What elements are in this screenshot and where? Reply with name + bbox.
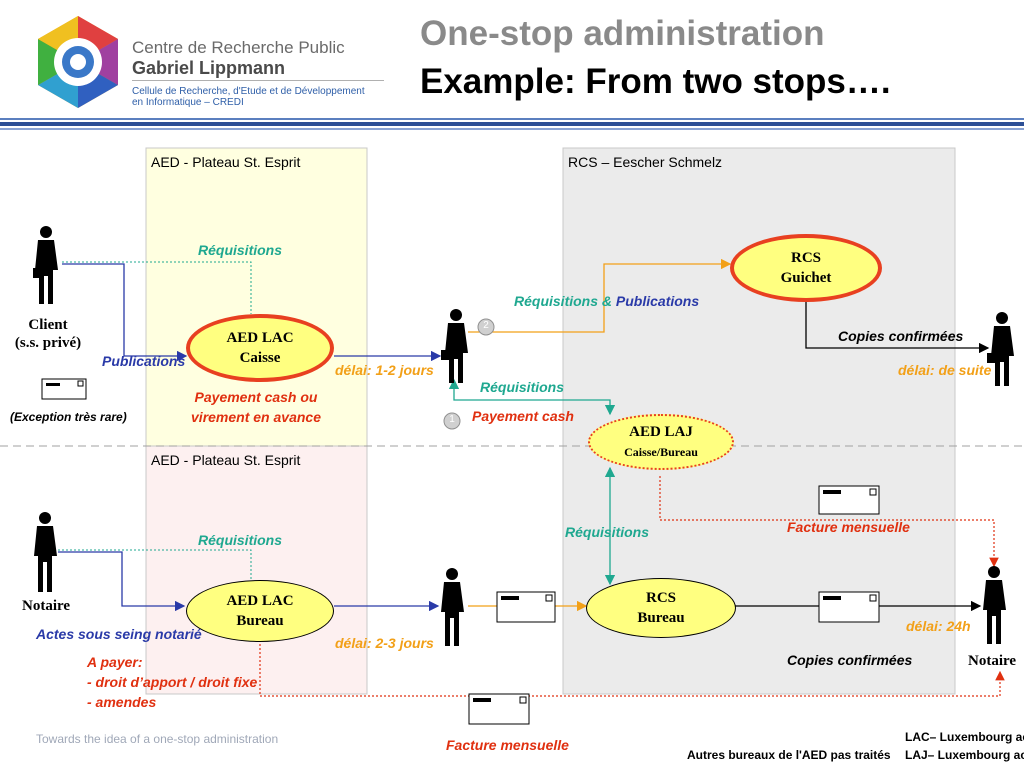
exception-note: (Exception très rare) [10,410,127,424]
rcs-guichet-node: RCS Guichet [730,234,882,302]
legend-laj: LAJ– Luxembourg act [905,748,1024,762]
a-payer-note: A payer: - droit d’apport / droit fixe -… [87,652,257,712]
delai-24h-label: délai: 24h [906,618,971,634]
notaire-left-label: Notaire [22,598,71,614]
payement-cash-label: Payement cash [472,408,574,424]
step-number-2: 2 [483,320,489,331]
aed-lac-caisse-label-2: Caisse [239,350,281,366]
footer-caption: Towards the idea of a one-stop administr… [36,732,279,746]
aed-lac-caisse-label-1: AED LAC [226,330,294,346]
logo [30,14,126,110]
requisitions-label-mid: Réquisitions [480,379,565,395]
aed-lac-bureau-label-2: Bureau [236,613,284,629]
logo-line-2: Gabriel Lippmann [132,58,286,78]
logo-mark-icon [38,16,118,108]
rcs-region-label: RCS – Eescher Schmelz [568,154,723,170]
payement-note: Payement cash ou virement en avance [186,387,326,427]
logo-line-1: Centre de Recherche Public [132,38,345,57]
aed-lac-caisse-node: AED LAC Caisse [186,314,334,382]
aed-lac-bureau-label-1: AED LAC [226,593,294,609]
page-title: One-stop administration [420,14,825,53]
delai-2-3-label: délai: 2-3 jours [335,635,434,651]
rcs-bureau-label-1: RCS [645,590,676,606]
logo-divider [132,80,384,81]
logo-line-3: Cellule de Recherche, d'Etude et de Déve… [132,86,365,108]
req-pub-part-a: Réquisitions & [514,293,616,309]
step-circle-1 [443,412,461,430]
requisitions-label-top: Réquisitions [198,242,283,258]
aed-top-region-label: AED - Plateau St. Esprit [151,154,301,170]
rcs-guichet-label-1: RCS [790,250,821,266]
aed-top-panel [145,147,368,447]
facture-mensuelle-bottom: Facture mensuelle [446,737,569,753]
a-payer-line-2: - droit d’apport / droit fixe [87,674,258,690]
aed-laj-node: AED LAJ Caisse/Bureau [588,414,734,470]
client-person-icon [33,226,58,304]
aed-laj-label-2: Caisse/Bureau [624,445,698,459]
step-circle-2 [477,318,495,336]
copies-confirmees-bottom: Copies confirmées [787,652,913,668]
aed-bottom-region-label: AED - Plateau St. Esprit [151,452,301,468]
delai-suite-label: délai: de suite [898,362,992,378]
req-pub-part-b: Publications [615,293,700,309]
document-icon-mid [496,591,556,623]
page-subtitle: Example: From two stops…. [420,62,891,101]
rcs-bureau-node: RCS Bureau [586,578,736,638]
notaire-right-label: Notaire [968,653,1017,669]
header-rule [0,118,1024,132]
rcs-guichet-label-2: Guichet [780,270,832,286]
logo-line-3b: en Informatique – CREDI [132,97,244,108]
autres-bureaux-note: Autres bureaux de l'AED pas traités [687,748,891,762]
payement-note-line-2: virement en avance [191,409,321,425]
rcs-bureau-label-2: Bureau [637,610,685,626]
aed-lac-bureau-node: AED LAC Bureau [186,580,334,642]
payement-note-line-1: Payement cash ou [194,389,318,405]
facture-mensuelle-right: Facture mensuelle [787,519,910,535]
document-icon-bottom [468,693,530,725]
notaire-person-icon-left [34,512,57,592]
requisitions-label-lower-left: Réquisitions [198,532,283,548]
intermediary-person-icon-bottom [441,568,464,646]
logo-line-3a: Cellule de Recherche, d'Etude et de Déve… [132,86,365,97]
delai-1-2-label: délai: 1-2 jours [335,362,434,378]
aed-bottom-panel [145,445,368,695]
client-label: Client (s.s. privé) [4,316,92,352]
publications-label: Publications [102,353,186,369]
client-label-line-2: (s.s. privé) [14,335,82,351]
intermediary-person-icon-top [441,309,468,383]
aed-laj-label-1: AED LAJ [629,424,693,440]
actes-label: Actes sous seing notarié [36,626,202,642]
document-icon-client [41,378,87,400]
a-payer-line-1: A payer: [87,654,143,670]
document-icon-right [818,591,880,623]
client-label-line-1: Client [28,317,68,333]
notaire-person-icon-right [983,566,1006,644]
requisitions-label-lower-mid: Réquisitions [565,524,650,540]
rcs-person-icon-right [987,312,1014,386]
requisitions-publications-label: Réquisitions & Publications [514,293,699,311]
document-icon-laj [818,485,880,515]
legend-lac: LAC– Luxembourg ac [905,730,1024,744]
step-number-1: 1 [449,414,455,425]
a-payer-line-3: - amendes [87,694,157,710]
copies-confirmees-top: Copies confirmées [838,328,964,344]
